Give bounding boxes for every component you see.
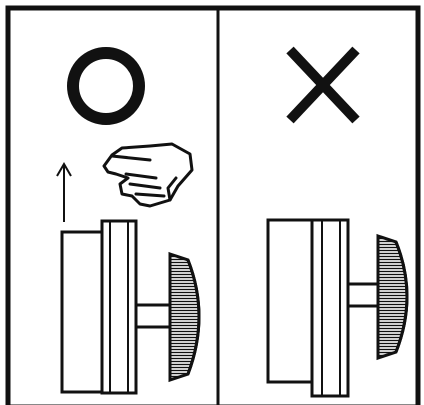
circle-icon bbox=[67, 47, 145, 125]
panel-correct bbox=[56, 47, 201, 395]
device-correct bbox=[60, 219, 201, 395]
device-body bbox=[60, 230, 104, 394]
device-shaft bbox=[134, 303, 172, 329]
up-arrow-icon bbox=[56, 162, 72, 222]
device-body bbox=[266, 218, 314, 384]
diagram-frame bbox=[5, 5, 421, 405]
device-plate bbox=[310, 218, 350, 398]
pointing-hand-icon bbox=[102, 142, 194, 208]
device-shaft bbox=[346, 282, 380, 308]
device-plate bbox=[100, 219, 138, 395]
knurled-knob bbox=[376, 233, 409, 361]
knurled-knob bbox=[168, 251, 201, 383]
device-incorrect bbox=[266, 218, 409, 398]
cross-icon bbox=[286, 46, 360, 124]
panel-incorrect bbox=[266, 46, 409, 398]
